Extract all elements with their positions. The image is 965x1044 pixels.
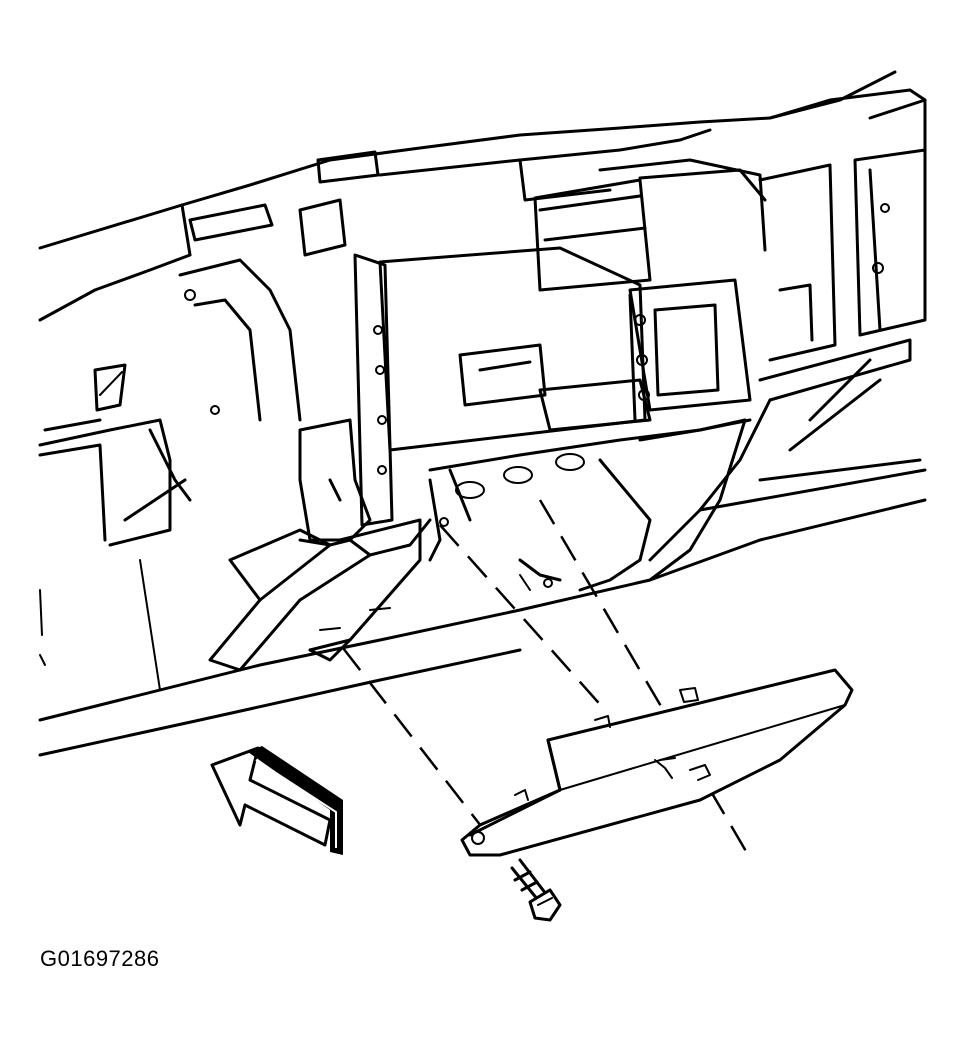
alignment-lines — [342, 499, 752, 859]
knee-bolster-panel — [460, 668, 854, 857]
front-direction-arrow — [210, 746, 343, 855]
instrument-panel-carrier — [38, 70, 927, 757]
bolster-retaining-screw — [510, 858, 562, 922]
figure-id-label: G01697286 — [40, 946, 160, 971]
